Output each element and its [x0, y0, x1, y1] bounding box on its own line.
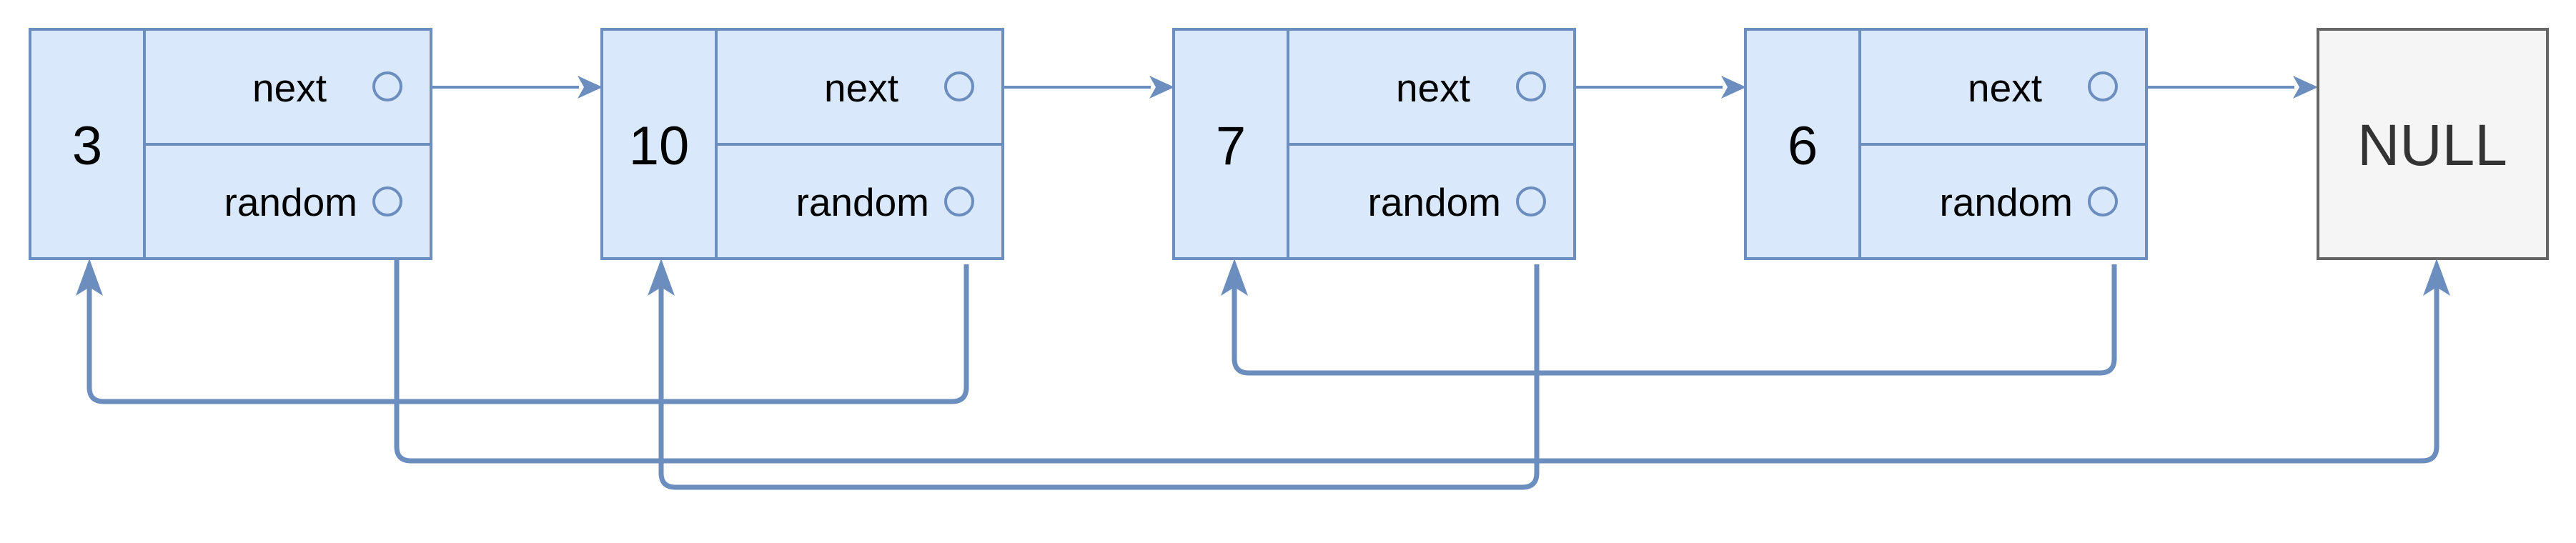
- node-next-label: next: [824, 66, 898, 110]
- next-links: [431, 76, 2318, 99]
- node-random-label: random: [796, 180, 929, 224]
- random-arrowhead-10: [648, 259, 675, 296]
- list-node: 3 next random: [29, 28, 432, 260]
- node-next-label: next: [1396, 66, 1470, 110]
- node-next-cell: [715, 28, 1004, 146]
- node-next-cell: [1287, 28, 1576, 146]
- random-link-6-to-7: [1232, 264, 2117, 376]
- node-value: 3: [72, 116, 102, 176]
- node-next-label: next: [252, 66, 327, 110]
- node-value: 7: [1216, 116, 1246, 176]
- node-random-cell: [715, 143, 1004, 260]
- next-port-icon: [944, 71, 974, 101]
- node-random-cell: [1858, 143, 2148, 260]
- random-arrowhead-7: [1221, 259, 1248, 296]
- random-arrowhead-null: [2423, 259, 2450, 296]
- node-value-cell: [1744, 28, 1861, 260]
- next-port-icon: [1516, 71, 1546, 101]
- node-next-cell: [1858, 28, 2148, 146]
- node-value-cell: [600, 28, 718, 260]
- node-value-cell: [29, 28, 146, 260]
- node-value: 10: [629, 116, 690, 176]
- random-arrowhead-3: [76, 259, 103, 296]
- node-random-label: random: [1368, 180, 1501, 224]
- next-arrowhead-6: [1721, 76, 1746, 99]
- node-random-label: random: [1940, 180, 2073, 224]
- node-random-cell: [143, 143, 432, 260]
- list-node: 7 next random: [1172, 28, 1576, 260]
- random-port-icon: [1516, 186, 1546, 216]
- random-port-icon: [944, 186, 974, 216]
- next-arrowhead-7: [1149, 76, 1174, 99]
- list-node: 6 next random: [1744, 28, 2148, 260]
- random-link-3-to-null: [394, 259, 2439, 464]
- random-port-icon: [372, 186, 402, 216]
- next-arrowhead-10: [578, 76, 603, 99]
- next-port-icon: [2088, 71, 2118, 101]
- null-label: NULL: [2357, 113, 2507, 178]
- random-port-icon: [2088, 186, 2118, 216]
- node-next-label: next: [1968, 66, 2042, 110]
- null-node: NULL: [2317, 28, 2549, 260]
- random-links: [76, 259, 2450, 490]
- null-box: [2317, 28, 2549, 260]
- next-port-icon: [372, 71, 402, 101]
- node-random-cell: [1287, 143, 1576, 260]
- node-next-cell: [143, 28, 432, 146]
- list-node: 10 next random: [600, 28, 1004, 260]
- random-link-7-to-10: [658, 264, 1540, 490]
- node-value: 6: [1788, 116, 1818, 176]
- node-random-label: random: [224, 180, 357, 224]
- next-arrowhead-null: [2293, 76, 2318, 99]
- random-link-10-to-3: [86, 264, 969, 404]
